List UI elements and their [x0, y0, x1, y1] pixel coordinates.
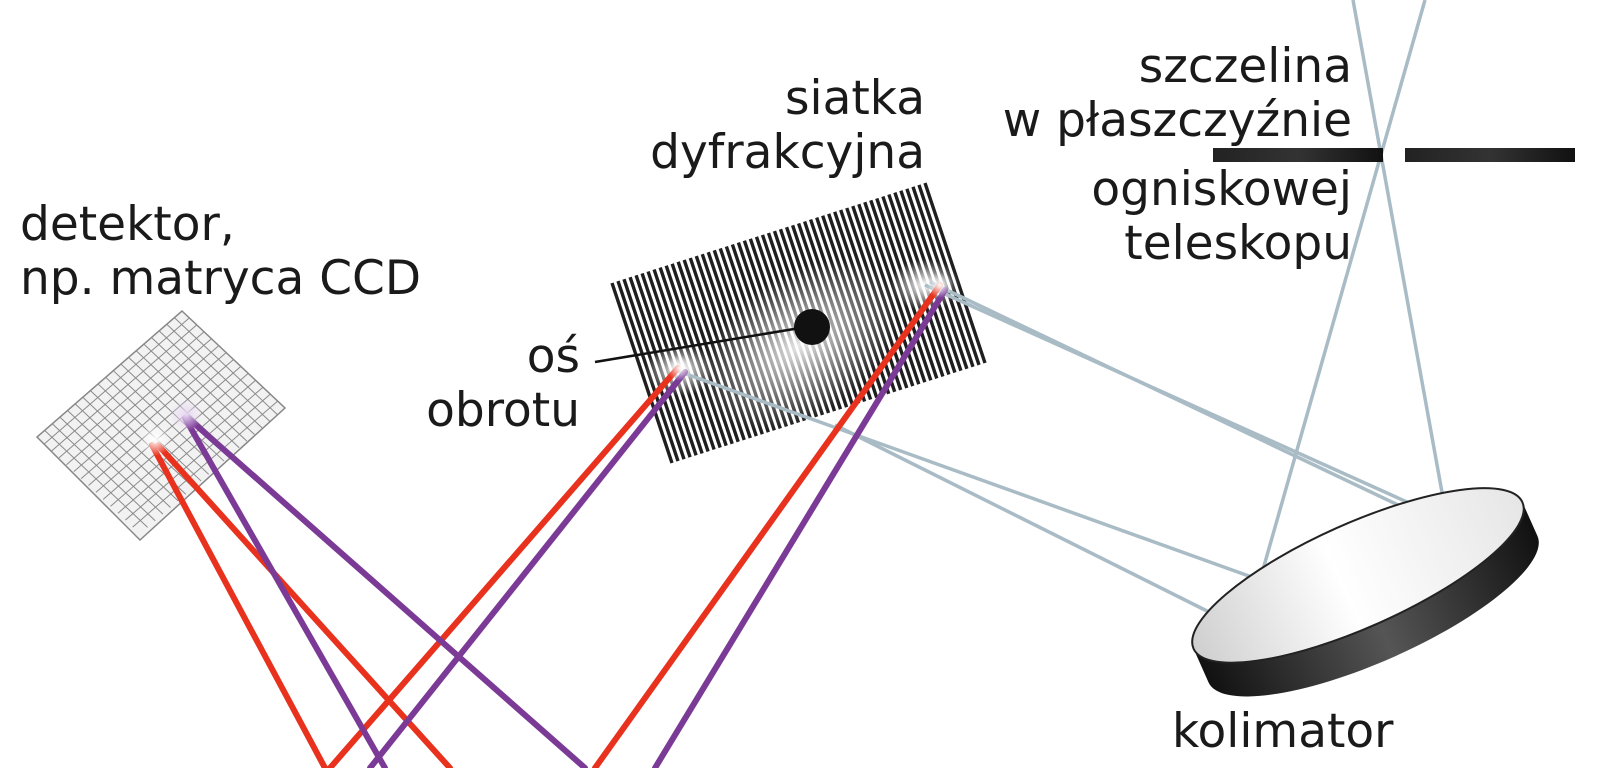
detector-label-line-1: detektor, [20, 197, 235, 252]
focal-label-line-1: ogniskowej [1091, 162, 1352, 217]
ccd-gridline [58, 331, 205, 459]
ccd-gridline [80, 352, 227, 479]
ccd-gridline [51, 423, 156, 522]
red-beams [149, 282, 943, 768]
axis-label: oś obrotu [426, 330, 580, 438]
ccd-gridline [174, 317, 278, 415]
ccd-gridline [110, 379, 256, 507]
axis-label-line-2: obrotu [426, 383, 580, 438]
beam-glows [139, 272, 953, 456]
slit-label: szczelina w płaszczyźnie [1003, 40, 1352, 148]
ccd-gridline [88, 359, 234, 486]
grating-label: siatka dyfrakcyjna [650, 72, 925, 180]
rotation-axis-dot [794, 309, 830, 345]
detector-label: detektor, np. matryca CCD [20, 198, 421, 306]
ccd-gridline [59, 416, 164, 515]
ccd-gridline [95, 366, 242, 493]
ccd-gridline [73, 345, 220, 473]
ccd-gridline [143, 343, 248, 442]
collimator [1191, 487, 1539, 697]
ccd-gridline [112, 370, 217, 469]
rotation-axis-marker [594, 309, 830, 364]
violet-beams [182, 287, 948, 768]
collimator-label: kolimator [1172, 704, 1394, 759]
focal-plane-slit [1213, 148, 1575, 162]
focal-label-line-2: teleskopu [1124, 216, 1352, 271]
axis-label-line-1: oś [526, 329, 580, 384]
ccd-gridline [51, 324, 198, 452]
ccd-gridline [66, 338, 212, 466]
ccd-gridline [102, 372, 249, 500]
ccd-gridline [67, 410, 171, 508]
focal-label: ogniskowej teleskopu [1091, 163, 1352, 271]
slit-label-line-2: w płaszczyźnie [1002, 93, 1352, 148]
grating-label-line-1: siatka [785, 71, 925, 126]
ccd-gridline [151, 337, 255, 435]
ccd-gridline [166, 323, 271, 422]
ccd-gridline [158, 330, 263, 429]
grating-label-line-2: dyfrakcyjna [650, 125, 925, 180]
grating-ruling [610, 282, 674, 464]
ccd-gridline [44, 430, 148, 528]
slit-label-line-1: szczelina [1138, 39, 1352, 94]
ccd-gridline [124, 393, 271, 521]
ccd-gridline [117, 386, 264, 514]
ccd-gridline [132, 400, 278, 528]
detector-label-line-2: np. matryca CCD [20, 251, 422, 306]
ccd-gridline [44, 317, 190, 445]
ccd-gridline [74, 403, 179, 502]
